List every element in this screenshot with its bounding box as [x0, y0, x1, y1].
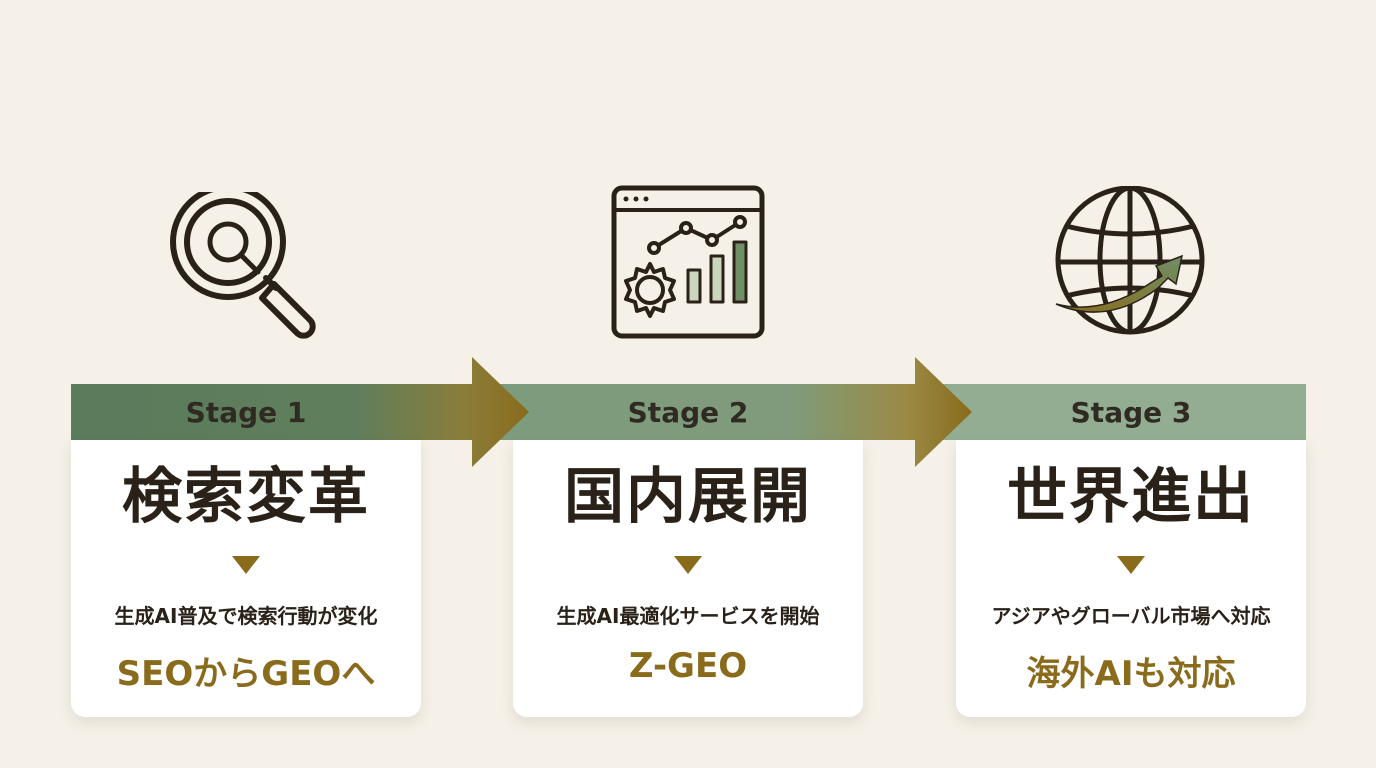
band-stage-1-arrow [71, 357, 529, 467]
stage-3: Stage 3 世界進出 アジアやグローバル市場へ対応 海外AIも対応 [956, 0, 1306, 768]
stage-2-card [513, 440, 863, 717]
stage-3-title: 世界進出 [1007, 462, 1255, 532]
stage-3-highlight: 海外AIも対応 [1026, 654, 1236, 694]
stage-3-card [956, 440, 1306, 717]
stage-1-title: 検索変革 [122, 462, 370, 532]
band-stage-3 [940, 384, 1306, 440]
stage-1-description: 生成AI普及で検索行動が変化 [114, 604, 378, 628]
stage-1: Stage 1 検索変革 生成AI普及で検索行動が変化 SEOからGEOへ [71, 0, 421, 768]
stage-2-label: Stage 2 [627, 395, 749, 429]
stage-3-label: Stage 3 [1070, 395, 1192, 429]
stage-3-description: アジアやグローバル市場へ対応 [991, 604, 1271, 628]
stage-1-card [71, 440, 421, 717]
stage-2-title: 国内展開 [564, 462, 812, 532]
band-stage-2-arrow [498, 357, 972, 467]
stage-1-highlight: SEOからGEOへ [116, 654, 376, 694]
stage-2-highlight: Z-GEO [628, 646, 748, 686]
down-triangle-icon [674, 556, 702, 574]
stage-1-label: Stage 1 [185, 395, 307, 429]
magnifier-icon [170, 192, 316, 339]
analytics-dashboard-icon [611, 185, 765, 339]
globe-arrow-icon [1055, 186, 1205, 335]
down-triangle-icon [1117, 556, 1145, 574]
down-triangle-icon [232, 556, 260, 574]
stage-2-description: 生成AI最適化サービスを開始 [556, 604, 820, 628]
stage-2: Stage 2 国内展開 生成AI最適化サービスを開始 Z-GEO [513, 0, 863, 768]
